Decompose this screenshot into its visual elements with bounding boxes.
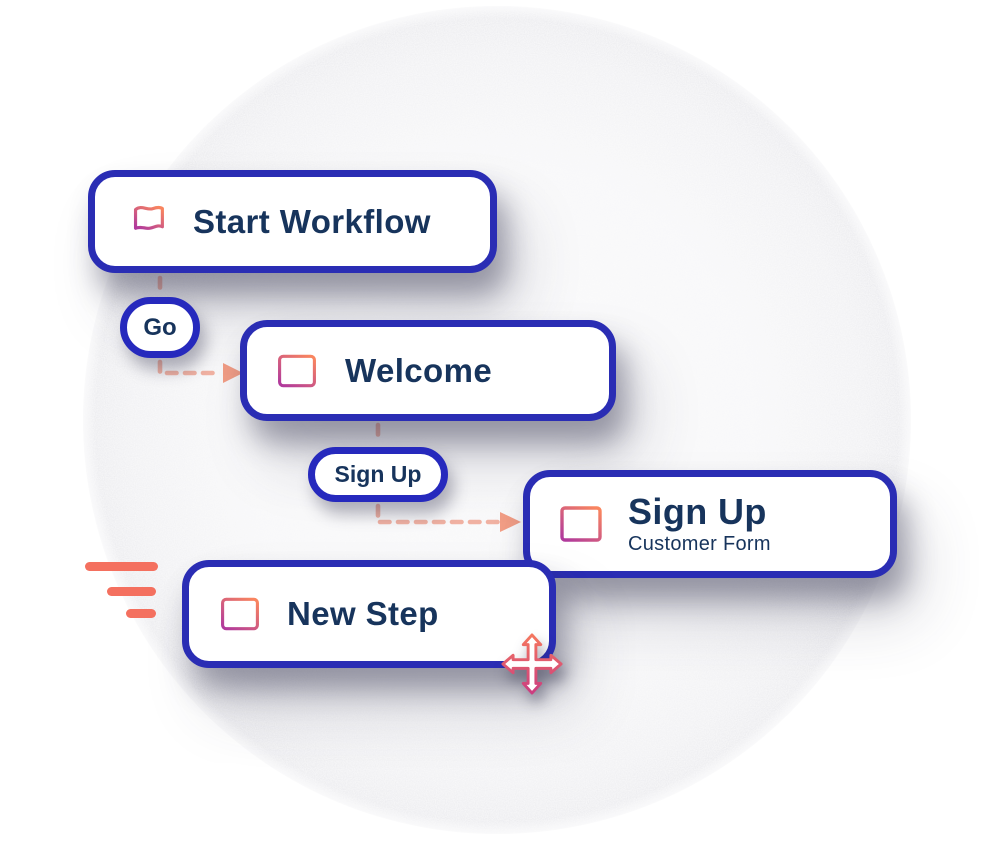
node-label: Start Workflow xyxy=(193,202,431,240)
speed-line xyxy=(126,609,156,618)
flag-icon xyxy=(133,204,164,243)
node-new-step[interactable]: New Step xyxy=(182,560,556,668)
arrowhead-to-signup xyxy=(500,512,521,532)
speed-line xyxy=(85,562,158,571)
node-label: New Step xyxy=(287,595,439,632)
node-sublabel: Customer Form xyxy=(628,532,771,555)
layout-icon xyxy=(560,506,602,542)
connector-label-go[interactable]: Go xyxy=(120,297,200,358)
connector-start-to-welcome-elbow xyxy=(157,359,224,376)
connector-welcome-to-signup-elbow xyxy=(375,503,502,525)
move-icon[interactable] xyxy=(501,632,563,696)
connector-label-text: Sign Up xyxy=(334,461,422,487)
connector-label-signup[interactable]: Sign Up xyxy=(308,447,448,502)
connector-label-text: Go xyxy=(143,313,177,341)
node-start-workflow[interactable]: Start Workflow xyxy=(88,170,497,273)
window-icon xyxy=(221,597,259,631)
node-sign-up[interactable]: Sign Up Customer Form xyxy=(523,470,897,578)
node-welcome[interactable]: Welcome xyxy=(240,320,616,421)
speed-line xyxy=(107,587,156,596)
node-label: Welcome xyxy=(345,351,493,389)
window-icon xyxy=(278,354,316,387)
node-label: Sign Up xyxy=(628,490,767,532)
